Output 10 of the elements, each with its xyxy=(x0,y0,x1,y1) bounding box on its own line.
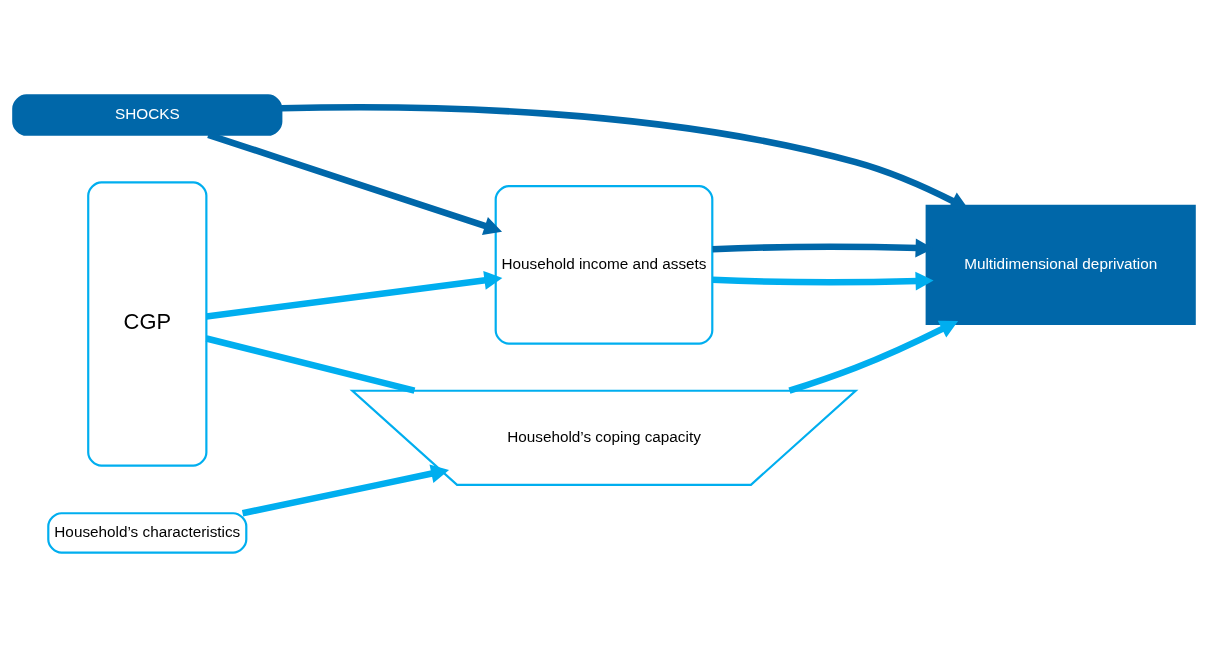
node-box: Household income and assets xyxy=(494,185,714,345)
arrow xyxy=(712,271,934,291)
connector xyxy=(205,335,416,394)
arrow xyxy=(206,270,503,320)
arrow xyxy=(241,464,450,517)
node-box: Household’s characteristics xyxy=(47,512,248,554)
node-box: Multidimensional deprivation xyxy=(925,204,1196,326)
arrow xyxy=(788,320,959,394)
node-box: SHOCKS xyxy=(12,94,283,136)
node-box: CGP xyxy=(87,181,208,467)
